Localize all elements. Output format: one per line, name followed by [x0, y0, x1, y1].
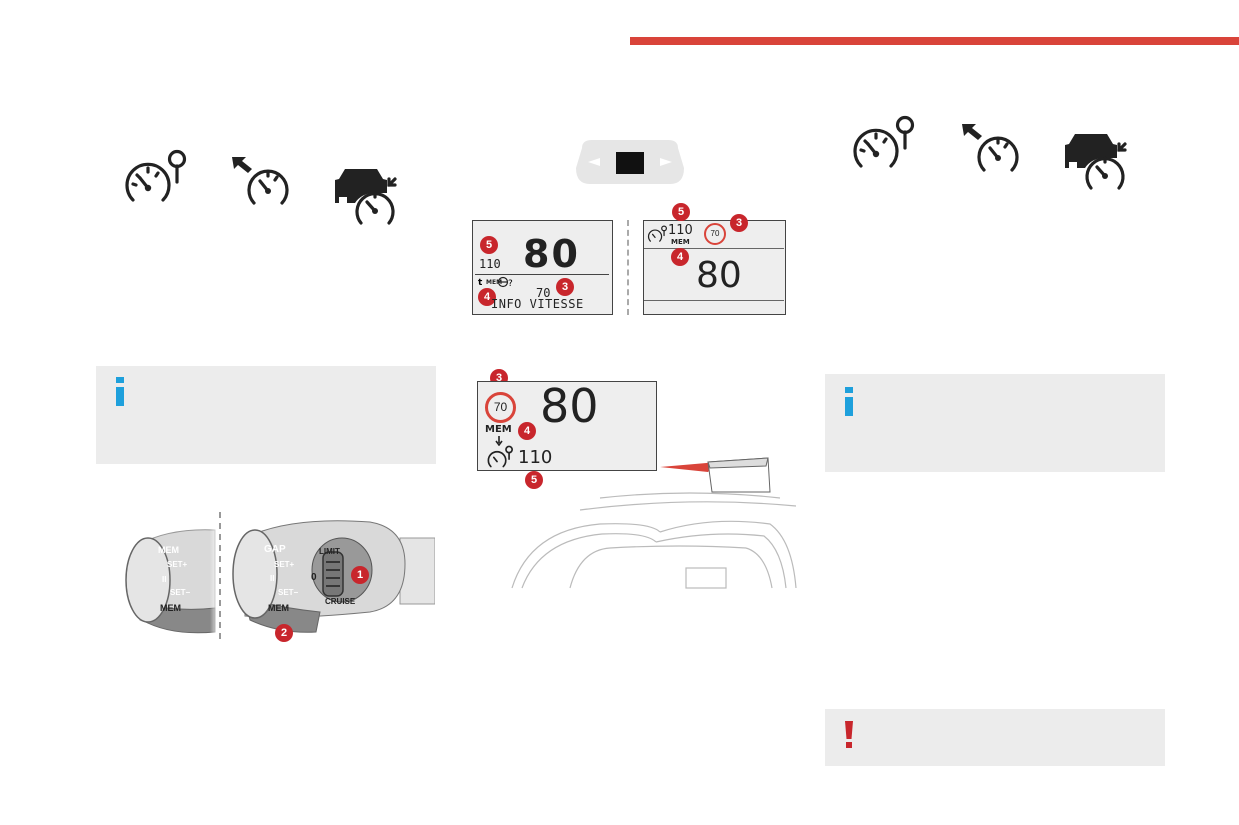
limit-value: 110 — [479, 257, 501, 271]
lever-label-zero: 0 — [311, 572, 317, 583]
warning-box — [825, 709, 1165, 766]
lever-label-pause: II — [270, 574, 275, 583]
lever-label-mem: MEM — [268, 603, 289, 613]
current-speed: 80 — [523, 232, 580, 276]
lever-label-mem-bottom: MEM — [160, 603, 181, 613]
lever-label-mem-top: MEM — [158, 545, 179, 555]
limit-value: 110 — [668, 223, 693, 238]
svg-text:?: ? — [508, 279, 513, 288]
speed-sign-value: 70 — [493, 400, 508, 414]
memory-recall-icon: t ? — [478, 276, 513, 288]
warning-icon — [845, 721, 853, 748]
callout-badge-4: 4 — [478, 288, 496, 306]
lever-label-set-minus: SET− — [278, 588, 299, 597]
lever-label-pause: II — [162, 575, 167, 584]
cruise-control-icon — [960, 122, 1022, 174]
speed-limiter-icon — [487, 445, 513, 468]
callout-badge-5: 5 — [525, 471, 543, 489]
header-accent-bar — [630, 37, 1239, 45]
lever-left-view — [125, 518, 220, 638]
instrument-display-lcd: 5 110 80 MEM t ? 70 3 4 INFO VITESSE — [472, 220, 613, 315]
instrument-display-matrix: 5 110 MEM 70 3 4 80 — [643, 203, 786, 315]
speed-sign-value: 70 — [536, 286, 551, 300]
mem-label: MEM — [671, 238, 690, 246]
lever-right-view — [232, 520, 435, 633]
lever-label-cruise: CRUISE — [325, 597, 356, 606]
speed-sign-value: 70 — [710, 229, 720, 238]
display-message: INFO VITESSE — [491, 297, 584, 311]
info-icon — [845, 387, 853, 416]
lever-label-limit: LIMIT — [319, 547, 340, 556]
info-icon — [116, 377, 124, 406]
dashed-separator — [627, 220, 629, 315]
mem-label: MEM — [485, 424, 512, 435]
lever-illustration — [125, 512, 435, 644]
display-divider — [475, 274, 609, 275]
dashboard-illustration — [511, 457, 797, 589]
speed-limiter-icon — [647, 225, 667, 242]
speed-limiter-icon — [125, 148, 190, 206]
limit-value: 110 — [518, 447, 553, 468]
adaptive-cruise-icon — [333, 167, 405, 227]
adaptive-cruise-icon — [1063, 132, 1135, 192]
callout-badge-5: 5 — [672, 203, 690, 221]
cruise-control-icon — [230, 155, 292, 207]
arrow-down-icon — [495, 436, 503, 446]
display-divider-bottom — [644, 300, 784, 301]
callout-badge-4: 4 — [671, 248, 689, 266]
instrument-cluster-illustration — [574, 138, 686, 191]
speed-limiter-icon — [853, 114, 918, 172]
svg-text:t: t — [478, 278, 483, 288]
lever-label-gap: GAP — [264, 544, 286, 555]
lever-label-set-minus: SET− — [170, 588, 191, 597]
info-box-left — [96, 366, 436, 464]
current-speed: 80 — [696, 255, 742, 296]
callout-badge-4: 4 — [518, 422, 536, 440]
head-up-display: 70 80 MEM 4 110 — [477, 379, 657, 471]
callout-badge-3: 3 — [730, 214, 748, 232]
callout-badge-1: 1 — [351, 566, 369, 584]
display-divider — [644, 248, 784, 249]
speed-sign: 70 — [485, 392, 516, 423]
speed-sign: 70 — [704, 223, 726, 245]
callout-badge-2: 2 — [275, 624, 293, 642]
lever-label-set-plus: SET+ — [167, 560, 188, 569]
callout-badge-5: 5 — [480, 236, 498, 254]
callout-badge-3: 3 — [556, 278, 574, 296]
lever-label-set-plus: SET+ — [274, 560, 295, 569]
info-box-right — [825, 374, 1165, 472]
mem-label: MEM — [486, 279, 503, 286]
current-speed: 80 — [540, 379, 599, 433]
